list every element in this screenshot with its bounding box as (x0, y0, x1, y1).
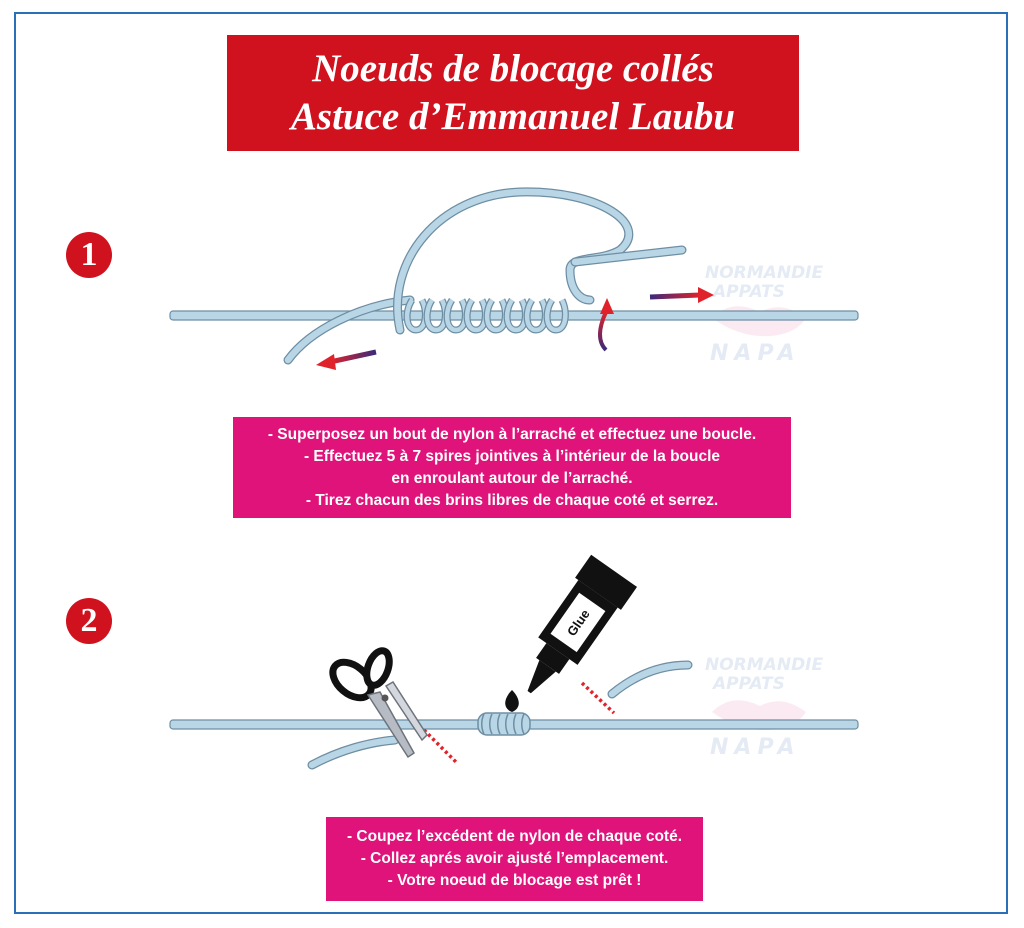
arrow-left-icon (316, 354, 336, 370)
step-1-diagram (169, 187, 859, 370)
watermark-text-1: NORMANDIE (705, 263, 824, 283)
cut-line-left (422, 728, 458, 764)
instruction-line: - Superposez un bout de nylon à l’arrach… (267, 425, 757, 443)
instruction-line: en enroulant autour de l’arraché. (391, 469, 633, 487)
step-2-diagram: Glue (169, 554, 859, 770)
knot-turn (497, 713, 501, 735)
cut-end-left (308, 736, 399, 769)
watermark-text-2: APPATS (711, 674, 785, 694)
watermark-logo-1: NORMANDIE APPATS NAPA (705, 263, 824, 366)
instruction-line: - Votre noeud de blocage est prêt ! (387, 872, 642, 889)
knot-turn (481, 713, 485, 735)
step-1-badge: 1 (66, 232, 112, 278)
tag-end (284, 296, 414, 364)
step-1-instructions: - Superposez un bout de nylon à l’arrach… (233, 417, 791, 518)
main-line (169, 310, 859, 321)
knot-turn (489, 713, 493, 735)
knot-turn (505, 713, 509, 735)
tag-end-outline (283, 295, 415, 365)
step-2-instructions: - Coupez l’excédent de nylon de chaque c… (326, 817, 703, 901)
arrow-right-shaft (649, 292, 701, 300)
glued-knot (477, 712, 531, 736)
scissors-icon (329, 647, 428, 759)
watermark-text-3: NAPA (710, 341, 801, 366)
watermark-text-1: NORMANDIE (705, 655, 824, 675)
loop (394, 188, 632, 334)
coil-turn (544, 298, 568, 333)
page-frame (14, 12, 1008, 914)
title-line-2: Astuce d’Emmanuel Laubu (290, 95, 736, 138)
watermark-logo-2: NORMANDIE APPATS NAPA (705, 655, 824, 760)
step-2-badge: 2 (66, 598, 112, 644)
watermark-text-3: NAPA (710, 735, 801, 760)
arrow-up-icon (600, 298, 614, 314)
cut-line-right (580, 681, 616, 715)
glue-tube-icon: Glue (505, 554, 638, 712)
arrow-left-shaft (329, 349, 377, 365)
arrow-right-icon (698, 287, 714, 303)
title-line-1: Noeuds de blocage collés (312, 47, 714, 90)
instruction-line: - Collez aprés avoir ajusté l’emplacemen… (360, 850, 669, 867)
glue-drop-icon (505, 690, 519, 712)
title-banner: Noeuds de blocage collés Astuce d’Emmanu… (227, 35, 799, 151)
instruction-line: - Effectuez 5 à 7 spires jointives à l’i… (303, 447, 721, 465)
knot-turn (513, 713, 517, 735)
free-end (571, 246, 686, 266)
instruction-line: - Tirez chacun des brins libres de chaqu… (305, 491, 719, 509)
arrow-up-shaft (598, 311, 608, 352)
cut-end-right (608, 661, 692, 698)
coil-turns (403, 298, 569, 334)
instruction-line: - Coupez l’excédent de nylon de chaque c… (346, 828, 683, 845)
watermark-text-2: APPATS (711, 282, 785, 302)
knot-turn (521, 713, 525, 735)
